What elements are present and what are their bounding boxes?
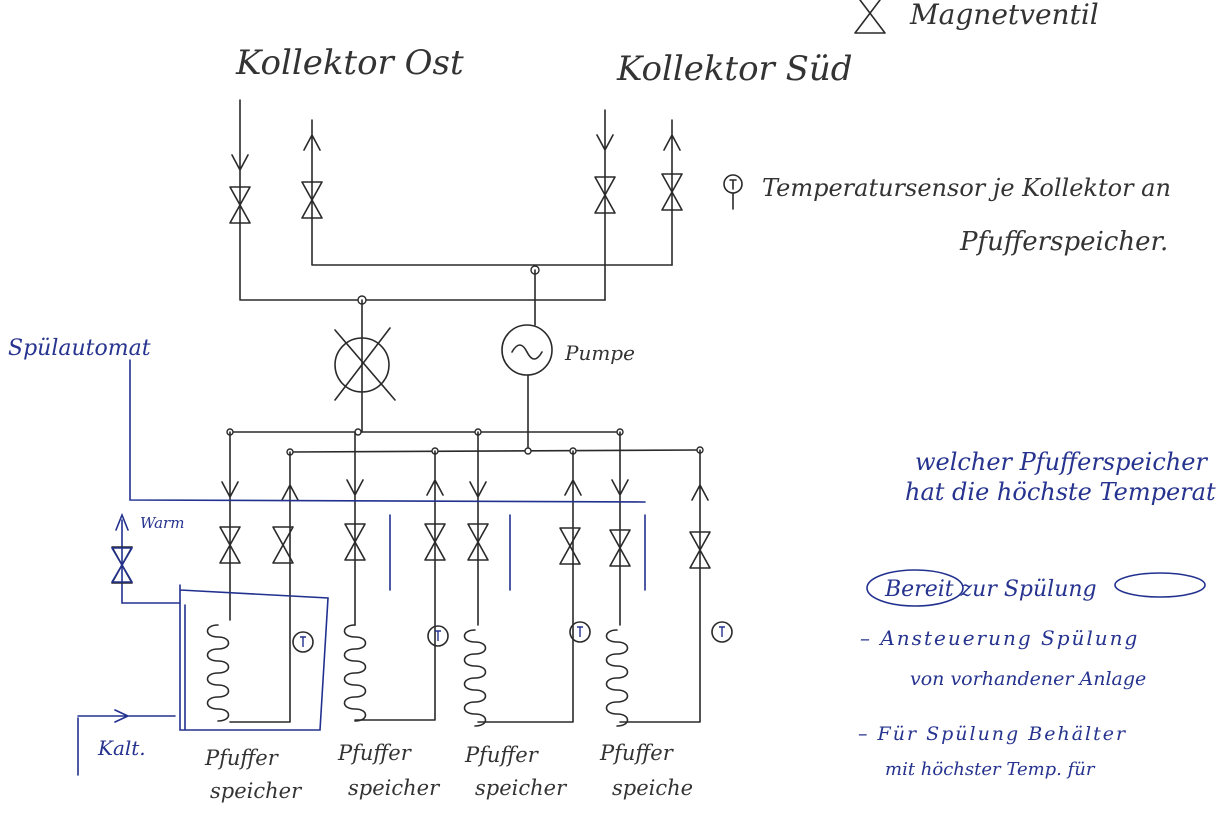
pump: Pumpe [501,269,635,451]
buffer-2-label-line1: Pfuffer [337,741,413,765]
legend-magnetventil-label: Magnetventil [909,0,1099,31]
note-question-line1: welcher Pfufferspeicher [915,448,1208,476]
note-heading: Bereit zur Spülung [884,577,1097,602]
cold-label: Kalt. [97,736,146,760]
pump-icon [501,324,553,376]
notes: welcher Pfufferspeicher hat die höchste … [858,448,1216,780]
temperature-sensor-icon [292,631,314,653]
legend-sensor-line1: Temperatursensor je Kollektor an [762,174,1171,202]
heat-exchanger-coil-icon [463,629,487,727]
note-bullet2-line1: – Für Spülung Behälter [858,723,1127,745]
buffer-2-label-line2: speicher [348,776,441,800]
buffer-1-label-line1: Pfuffer [204,746,280,770]
mixing-valve [334,299,396,433]
buffer-branch-3 [463,431,591,727]
buffer-branch-1 [206,431,314,723]
temperature-sensor-icon [711,621,733,643]
temperature-sensor-icon [723,174,743,210]
heat-exchanger-coil-icon [206,624,230,722]
flush-unit-label: Spülautomat [8,336,151,361]
collector-pipes [229,99,683,305]
flush-circuit: Spülautomat Warm Kalt. [8,336,646,776]
legend-temperature-sensor: Temperatursensor je Kollektor an Pfuffer… [723,174,1171,257]
pump-label: Pumpe [564,341,635,365]
legend-sensor-line2: Pfufferspeicher. [959,227,1168,257]
note-bullet1-line2: von vorhandener Anlage [910,668,1146,690]
temperature-sensor-icon [427,625,449,647]
heat-exchanger-coil-icon [343,624,367,722]
note-question-line2: hat die höchste Temperat [905,478,1216,506]
buffer-labels: Pfuffer speicher Pfuffer speicher Pfuffe… [204,741,693,803]
note-bullet2-line2: mit höchster Temp. für [885,759,1096,780]
buffer-3-label-line2: speicher [475,776,568,800]
distribution-headers [226,428,704,456]
buffer-branch-4 [605,431,733,727]
note-bullet1-line1: – Ansteuerung Spülung [860,626,1139,650]
buffer-1-label-line2: speicher [210,779,303,803]
warm-label: Warm [140,514,184,532]
collector-south-label: Kollektor Süd [616,49,853,89]
buffer-4-label-line2: speiche [612,776,693,800]
buffer-4-label-line1: Pfuffer [599,741,675,765]
buffer-3-label-line1: Pfuffer [464,743,540,767]
heat-exchanger-coil-icon [605,629,629,727]
legend-solenoid-valve: Magnetventil [854,0,1099,34]
collector-east-label: Kollektor Ost [235,43,464,83]
solenoid-valve-icon [854,0,886,34]
buffer-branch-2 [343,431,449,722]
